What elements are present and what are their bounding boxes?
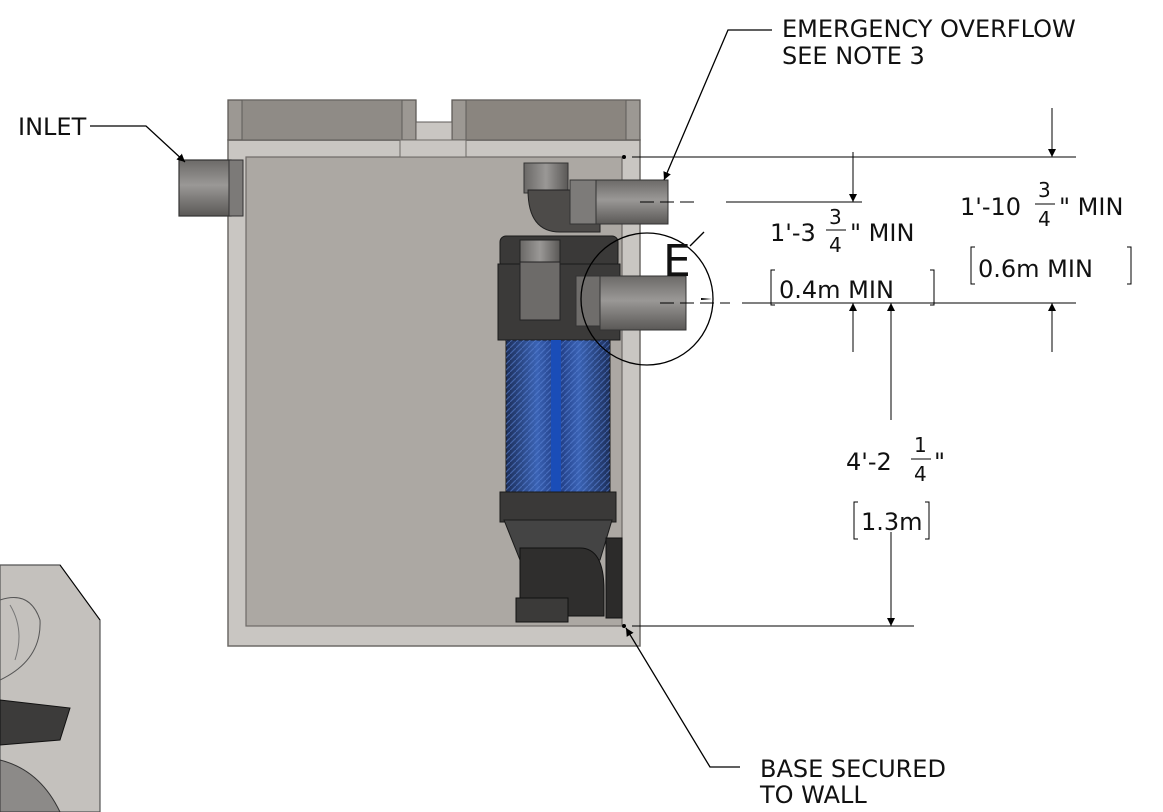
overflow-label-line2: SEE NOTE 3 xyxy=(782,42,925,70)
base-label-line1: BASE SECURED xyxy=(760,755,946,783)
isometric-partial-view xyxy=(0,564,101,812)
section-letter: E xyxy=(663,236,691,287)
dim-height-frac-num: 1 xyxy=(914,433,927,457)
dim-inner-suffix: " MIN xyxy=(850,219,914,247)
dim-outer-imperial: 1'-10 xyxy=(960,193,1021,221)
overflow-label-line1: EMERGENCY OVERFLOW xyxy=(782,15,1076,43)
dim-outer-frac-den: 4 xyxy=(1038,207,1051,231)
tank-top-slab xyxy=(399,139,467,158)
dim-inner-metric: 0.4m MIN xyxy=(779,276,894,304)
dim-inner-frac-num: 3 xyxy=(829,205,842,229)
dim-outer-metric: 0.6m MIN xyxy=(978,255,1093,283)
inlet-label: INLET xyxy=(18,113,87,141)
inlet-pipe xyxy=(178,159,244,217)
dim-height: 4'-2 1 4 " 1.3m xyxy=(846,433,945,540)
dimension-lines xyxy=(632,108,1076,627)
riser-gap xyxy=(415,121,453,141)
dim-inner: 1'-3 3 4 " MIN 0.4m MIN xyxy=(770,205,935,306)
dim-outer-suffix: " MIN xyxy=(1059,193,1123,221)
section-callout-e xyxy=(580,231,714,366)
dim-outer-frac-num: 3 xyxy=(1038,178,1051,202)
dim-height-imperial: 4'-2 xyxy=(846,448,892,476)
base-label-line2: TO WALL xyxy=(759,781,867,809)
dim-inner-imperial: 1'-3 xyxy=(770,219,816,247)
leader-lines xyxy=(90,29,772,768)
filter-assembly xyxy=(497,162,687,623)
riser-left-inner xyxy=(241,99,403,141)
dim-inner-frac-den: 4 xyxy=(829,233,842,257)
dim-height-suffix: " xyxy=(934,448,945,476)
riser-right-inner xyxy=(465,99,627,141)
dim-outer: 1'-10 3 4 " MIN 0.6m MIN xyxy=(960,178,1132,285)
dim-height-metric: 1.3m xyxy=(861,508,923,536)
dim-height-frac-den: 4 xyxy=(914,462,927,486)
